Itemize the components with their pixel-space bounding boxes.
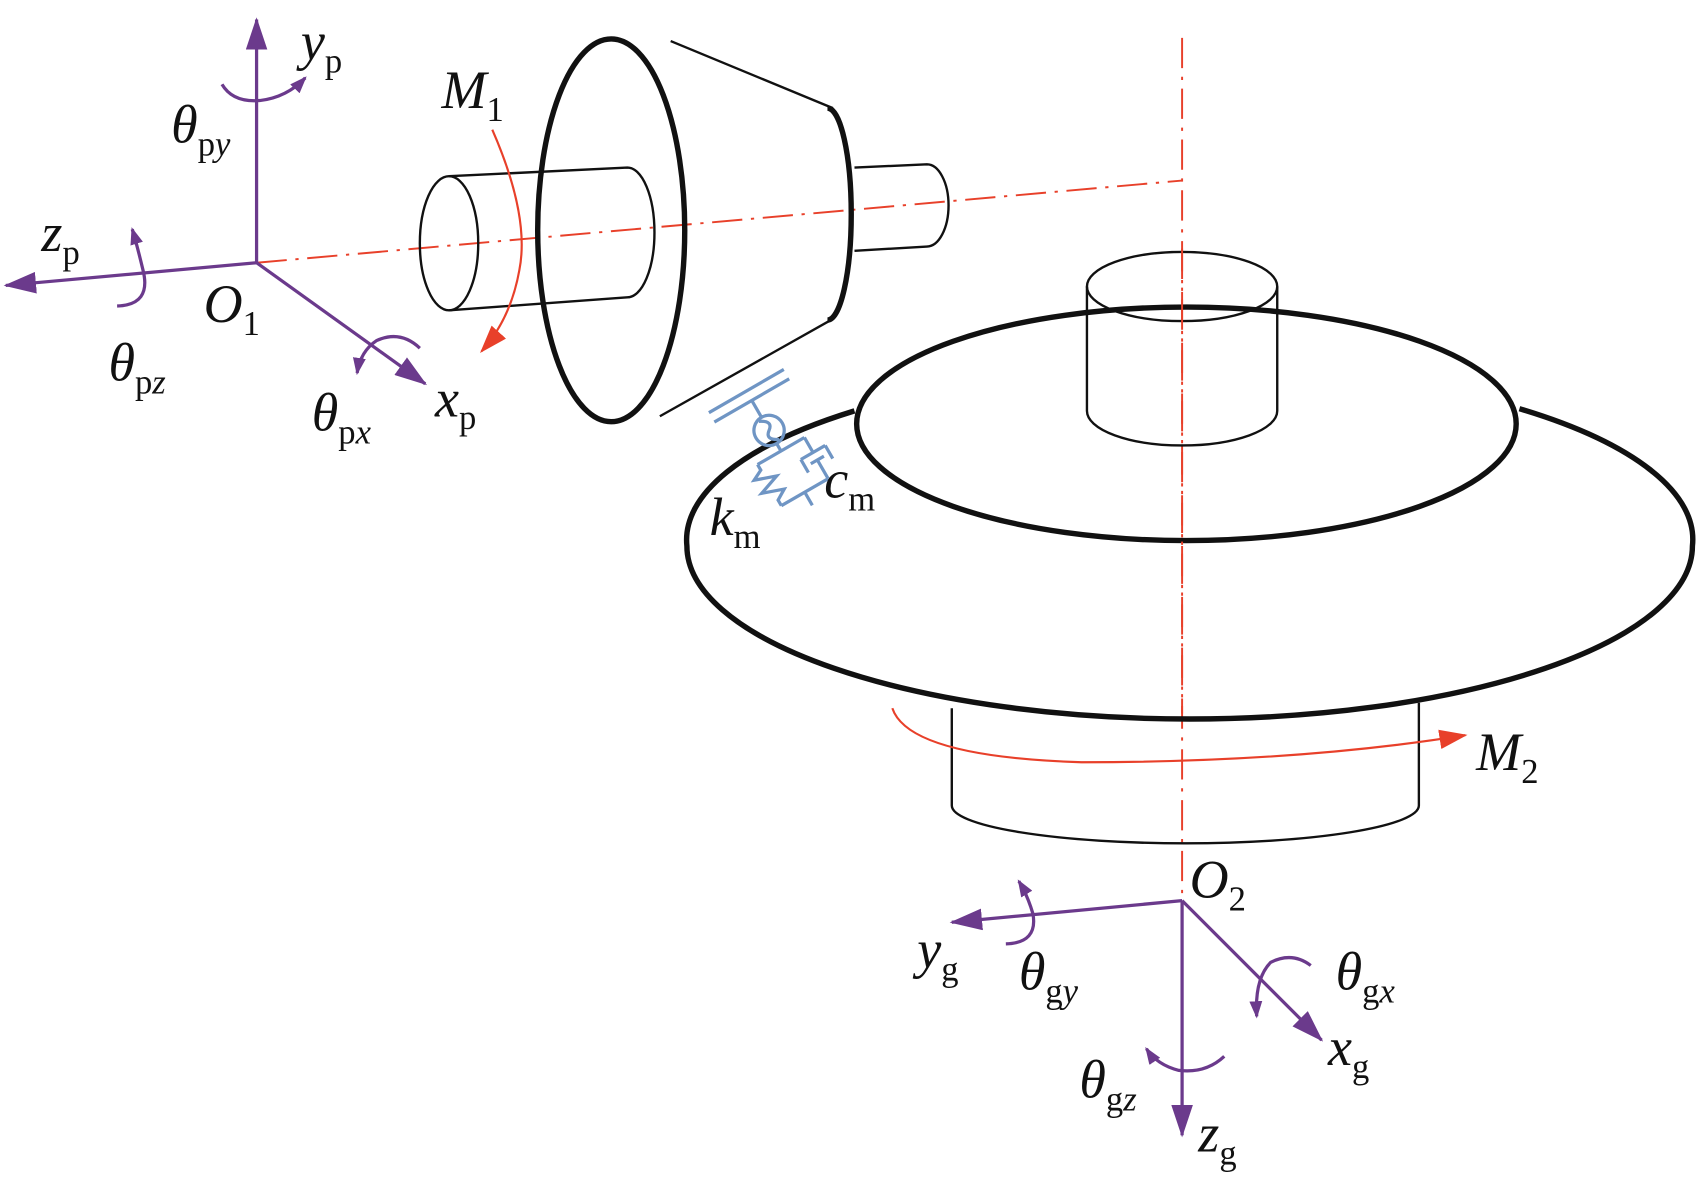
mesh-spring-damper bbox=[708, 368, 835, 508]
rotation-gx-icon bbox=[1249, 956, 1312, 1019]
rotation-py-icon bbox=[220, 76, 307, 103]
gear-coordinate-system bbox=[949, 879, 1324, 1138]
label-theta-pz: θpz bbox=[108, 333, 165, 402]
pinion-axis-centerline bbox=[256, 179, 1183, 264]
label-xg: xg bbox=[1327, 1017, 1369, 1086]
pinion-coordinate-system bbox=[3, 17, 428, 386]
label-zp: zp bbox=[40, 203, 79, 272]
label-km: km bbox=[710, 487, 761, 556]
moment-m2-arrow bbox=[891, 707, 1468, 764]
rotation-pz-icon bbox=[117, 227, 147, 308]
label-theta-px: θpx bbox=[312, 382, 372, 451]
label-cm: cm bbox=[824, 449, 875, 518]
label-o2: O2 bbox=[1190, 849, 1246, 918]
rotation-px-icon bbox=[352, 334, 421, 376]
gear-wheel bbox=[683, 248, 1696, 845]
label-zg: zg bbox=[1197, 1103, 1236, 1172]
label-theta-gx: θgx bbox=[1336, 941, 1396, 1010]
moment-m1-arrow bbox=[480, 129, 523, 353]
label-theta-gy: θgy bbox=[1019, 941, 1079, 1010]
label-o1: O1 bbox=[204, 274, 260, 343]
pinion-gear bbox=[418, 36, 950, 425]
label-yg: yg bbox=[912, 920, 958, 989]
label-theta-gz: θgz bbox=[1079, 1049, 1136, 1118]
label-xp: xp bbox=[434, 368, 476, 437]
label-m1: M1 bbox=[440, 60, 503, 129]
rotation-gy-icon bbox=[1005, 879, 1036, 946]
label-m2: M2 bbox=[1475, 722, 1538, 791]
rotation-gz-icon bbox=[1145, 1046, 1226, 1073]
label-yp: yp bbox=[296, 11, 342, 80]
label-theta-py: θpy bbox=[171, 95, 231, 164]
